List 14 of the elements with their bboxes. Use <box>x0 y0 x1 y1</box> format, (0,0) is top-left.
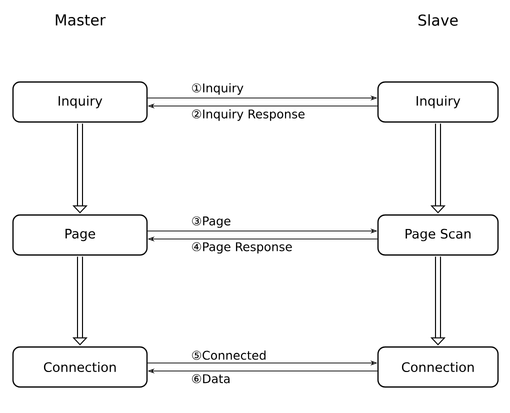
column-heading: Slave <box>418 14 458 26</box>
edge-label: ③Page <box>192 216 230 228</box>
process-box: Inquiry <box>377 81 499 123</box>
edge-label: ⑥Data <box>192 374 230 384</box>
edge-label: ①Inquiry <box>192 83 244 95</box>
process-box: Inquiry <box>12 81 148 123</box>
process-box: Connection <box>377 346 499 388</box>
edge-label: ⑤Connected <box>192 350 266 360</box>
process-box: Page Scan <box>377 214 499 256</box>
process-box: Connection <box>12 346 148 388</box>
edge-label: ④Page Response <box>192 242 292 254</box>
edge-label: ②Inquiry Response <box>192 109 305 121</box>
process-box: Page <box>12 214 148 256</box>
column-heading: Master <box>56 14 106 26</box>
